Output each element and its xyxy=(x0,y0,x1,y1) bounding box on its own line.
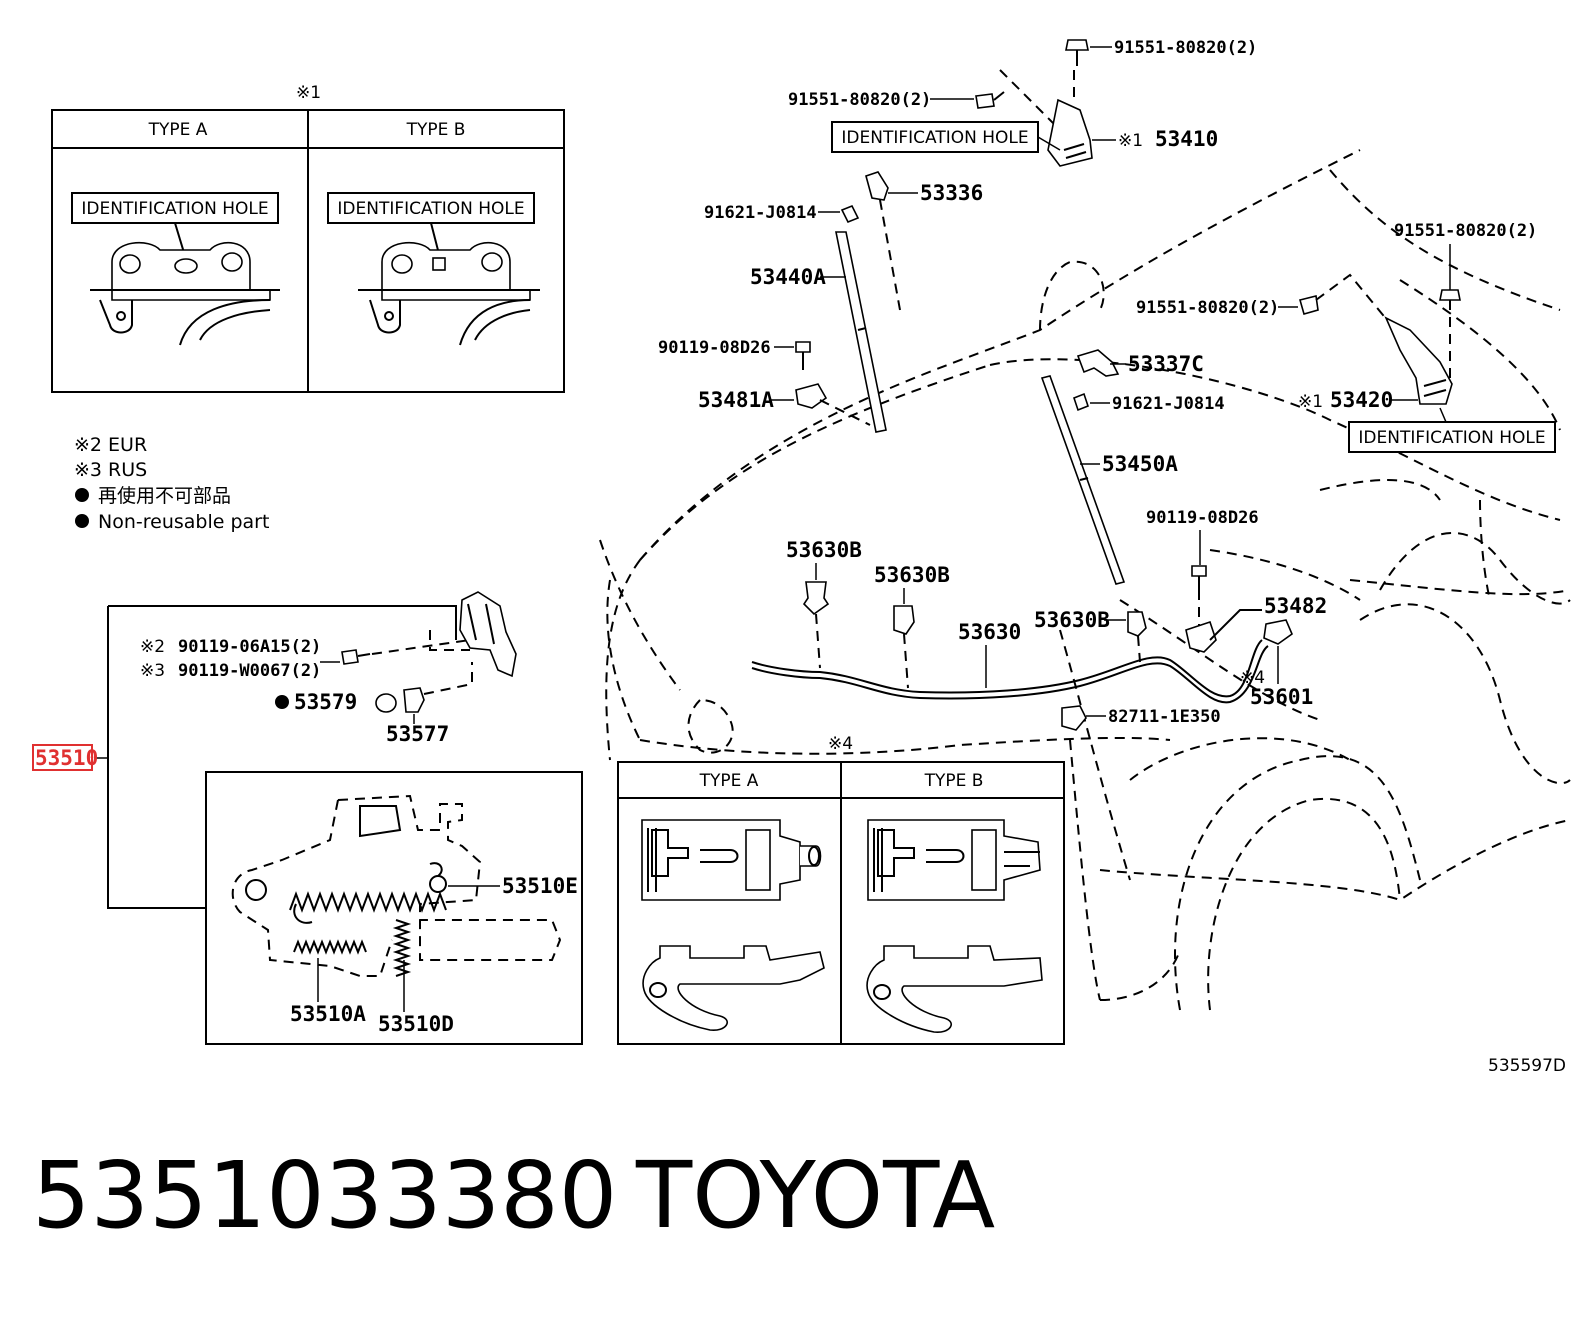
label-note4-a: ※4 xyxy=(1240,668,1265,688)
support-left-group: 53336 91621-J0814 53440A 90119-08D26 534… xyxy=(658,171,983,433)
top-id-hole-a: IDENTIFICATION HOLE xyxy=(81,199,268,219)
label-spring-53510d: 53510D xyxy=(378,1012,454,1036)
legend: ※2 EUR ※3 RUS 再使用不可部品 Non-reusable part xyxy=(74,434,269,533)
label-clip-53336: 53336 xyxy=(920,181,983,205)
label-hinge-l: 53410 xyxy=(1155,127,1218,151)
label-bolt-eur: 90119-06A15(2) xyxy=(178,637,321,657)
highlight-53510 xyxy=(32,744,93,771)
label-hinge-l-note: ※1 xyxy=(1118,131,1143,151)
top-inset: ※1 TYPE A TYPE B IDENTIFICATION HOLE IDE… xyxy=(51,83,565,393)
label-clamp-82711: 82711-1E350 xyxy=(1108,707,1221,727)
hood-hinge-left: 91551-80820(2) 91551-80820(2) IDENTIFICA… xyxy=(788,38,1257,167)
label-bolt-top-left: 91551-80820(2) xyxy=(788,90,931,110)
top-id-hole-b: IDENTIFICATION HOLE xyxy=(337,199,524,219)
label-bolt-right-top: 91551-80820(2) xyxy=(1394,221,1537,241)
label-cable-53630: 53630 xyxy=(958,620,1021,644)
top-type-b-label: TYPE B xyxy=(406,120,466,140)
legend-rus: ※3 RUS xyxy=(74,459,147,481)
label-clip-90119-b: 90119-08D26 xyxy=(1146,508,1259,528)
label-clip-53337c: 53337C xyxy=(1128,352,1204,376)
lower-type-a-label: TYPE A xyxy=(699,771,759,791)
vehicle-outline xyxy=(599,149,1571,1011)
nonreusable-dot-icon xyxy=(75,514,89,528)
label-spring-53510a: 53510A xyxy=(290,1002,366,1026)
label-id-hole-hinge-l: IDENTIFICATION HOLE xyxy=(841,128,1028,148)
label-bracket-53481a: 53481A xyxy=(698,388,774,412)
label-support-53440a: 53440A xyxy=(750,265,826,289)
label-lock-53510: 53510 xyxy=(35,746,98,770)
nonreusable-dot-icon xyxy=(75,488,89,502)
top-type-a-label: TYPE A xyxy=(148,120,208,140)
label-rus-note: ※3 xyxy=(140,661,165,681)
label-handle-53601: 53601 xyxy=(1250,685,1313,709)
lower-type-b-label: TYPE B xyxy=(924,771,984,791)
top-inset-note: ※1 xyxy=(296,83,321,103)
diagram-code: 535597D xyxy=(1488,1056,1566,1076)
label-hinge-r: 53420 xyxy=(1330,388,1393,412)
nonreusable-dot-icon xyxy=(275,695,289,709)
support-right-group: 53337C 91621-J0814 53450A 90119-08D26 xyxy=(1040,349,1259,630)
hood-lock-assembly: 53510 ※2 90119-06A15(2) ※3 90119-W0067(2… xyxy=(32,591,517,909)
label-bolt-rus: 90119-W0067(2) xyxy=(178,661,321,681)
label-cushion-53577: 53577 xyxy=(386,722,449,746)
label-np-53579: 53579 xyxy=(294,690,357,714)
label-clip-90119-a: 90119-08D26 xyxy=(658,338,771,358)
label-bolt-right-mid: 91551-80820(2) xyxy=(1136,298,1279,318)
label-hinge-r-note: ※1 xyxy=(1298,392,1323,412)
label-clip-53630b-2: 53630B xyxy=(874,563,950,587)
label-support-53450a: 53450A xyxy=(1102,452,1178,476)
label-id-hole-hinge-r: IDENTIFICATION HOLE xyxy=(1358,428,1545,448)
lock-detail-inset: 53510E 53510D 53510A xyxy=(205,771,583,1045)
release-cable-group: 53630B 53630B 53630 53630B 53482 ※4 5360… xyxy=(751,538,1327,754)
legend-nonreusable-jp: 再使用不可部品 xyxy=(98,485,231,507)
label-bolt-top-right: 91551-80820(2) xyxy=(1114,38,1257,58)
label-screw-91621-a: 91621-J0814 xyxy=(704,203,817,223)
label-clip-53630b-3: 53630B xyxy=(1034,608,1110,632)
legend-nonreusable-en: Non-reusable part xyxy=(98,511,269,533)
legend-eur: ※2 EUR xyxy=(74,434,147,456)
brand-name: TOYOTA xyxy=(636,1142,996,1249)
label-spring-53510e: 53510E xyxy=(502,874,578,898)
label-eur-note: ※2 xyxy=(140,637,165,657)
label-bracket-53482: 53482 xyxy=(1264,594,1327,618)
part-number: 5351033380 xyxy=(32,1142,618,1249)
label-note4-b: ※4 xyxy=(828,734,853,754)
label-clip-53630b-1: 53630B xyxy=(786,538,862,562)
hood-hinge-right: 91551-80820(2) 91551-80820(2) ※1 53420 I… xyxy=(1136,221,1556,453)
lower-inset: TYPE A TYPE B xyxy=(617,761,1065,1045)
label-screw-91621-b: 91621-J0814 xyxy=(1112,394,1225,414)
